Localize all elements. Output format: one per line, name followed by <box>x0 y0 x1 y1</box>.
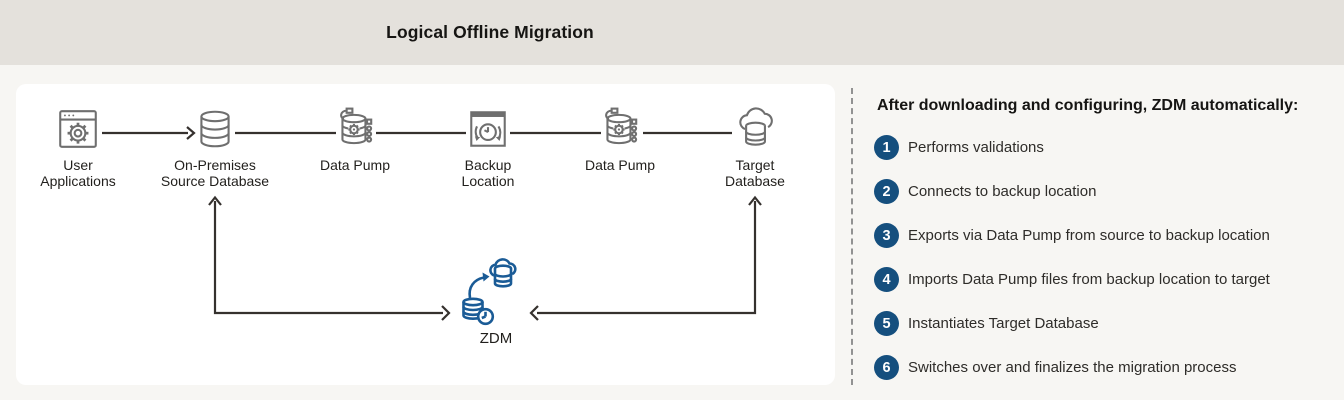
backup-clock-icon <box>470 111 506 147</box>
diagram-panel: User Applications On-Premises Source Dat… <box>16 84 835 385</box>
list-item: 1 Performs validations <box>874 135 1270 160</box>
zdm-steps-list: 1 Performs validations 2 Connects to bac… <box>874 135 1270 380</box>
step-number-badge: 6 <box>874 355 899 380</box>
node-zdm: ZDM <box>453 255 539 347</box>
node-backup-location: Backup Location <box>413 106 563 189</box>
list-item: 5 Instantiates Target Database <box>874 311 1270 336</box>
step-number-badge: 3 <box>874 223 899 248</box>
node-label: Target Database <box>725 157 785 190</box>
node-label: Data Pump <box>584 157 656 173</box>
node-data-pump-export: Data Pump <box>280 106 430 173</box>
step-text: Instantiates Target Database <box>908 315 1099 332</box>
side-panel-heading: After downloading and configuring, ZDM a… <box>877 97 1299 114</box>
list-item: 2 Connects to backup location <box>874 179 1270 204</box>
list-item: 4 Imports Data Pump files from backup lo… <box>874 267 1270 292</box>
step-text: Imports Data Pump files from backup loca… <box>908 271 1270 288</box>
node-label: On-Premises Source Database <box>160 157 270 190</box>
data-pump-icon <box>340 107 373 145</box>
connector-arrows <box>102 126 762 321</box>
step-number-badge: 2 <box>874 179 899 204</box>
list-item: 6 Switches over and finalizes the migrat… <box>874 355 1270 380</box>
database-icon <box>200 110 230 148</box>
dashed-divider <box>851 88 853 385</box>
node-source-database: On-Premises Source Database <box>140 106 290 189</box>
node-target-database: Target Database <box>680 106 830 189</box>
app-window-gear-icon <box>59 110 97 148</box>
cloud-database-icon <box>739 107 773 146</box>
zdm-migration-icon <box>462 258 517 326</box>
header-bar <box>0 0 1344 65</box>
step-text: Connects to backup location <box>908 183 1097 200</box>
data-pump-icon <box>605 107 638 145</box>
step-text: Performs validations <box>908 139 1044 156</box>
step-number-badge: 5 <box>874 311 899 336</box>
node-user-applications: User Applications <box>3 106 153 189</box>
list-item: 3 Exports via Data Pump from source to b… <box>874 223 1270 248</box>
step-text: Switches over and finalizes the migratio… <box>908 359 1237 376</box>
zdm-label: ZDM <box>479 330 513 347</box>
node-label: Data Pump <box>319 157 391 173</box>
step-number-badge: 4 <box>874 267 899 292</box>
node-data-pump-import: Data Pump <box>545 106 695 173</box>
page-title: Logical Offline Migration <box>386 22 594 42</box>
node-label: User Applications <box>40 157 116 190</box>
node-label: Backup Location <box>461 157 515 190</box>
step-text: Exports via Data Pump from source to bac… <box>908 227 1270 244</box>
step-number-badge: 1 <box>874 135 899 160</box>
